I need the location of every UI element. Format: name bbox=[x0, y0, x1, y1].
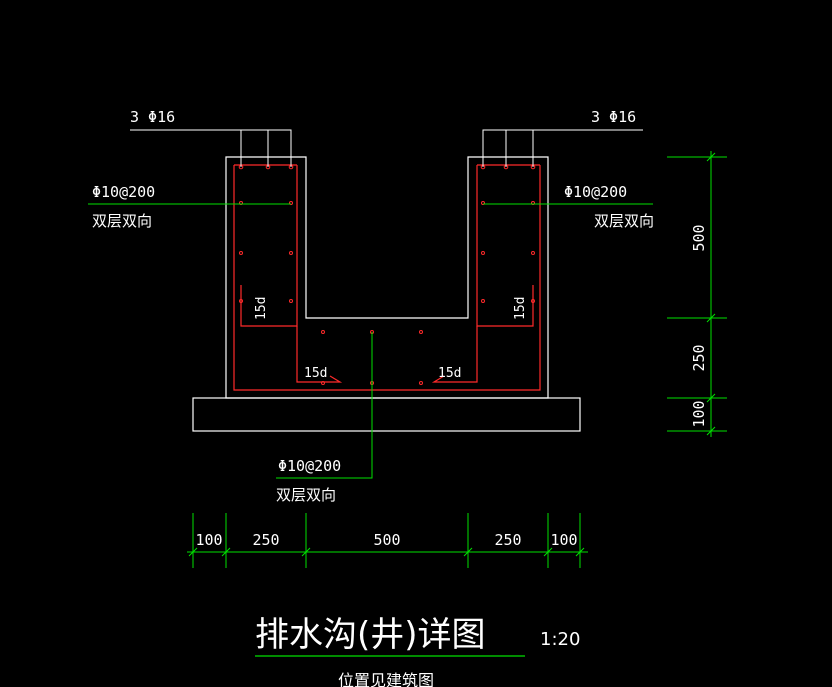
vertical-dimension-chain: 500 250 100 bbox=[667, 151, 727, 437]
horizontal-dimension-chain: 100 250 500 250 100 bbox=[187, 513, 588, 568]
right-wall-note: 双层双向 bbox=[594, 212, 654, 230]
dim-v-3: 100 bbox=[690, 400, 708, 427]
anchor-right-base-label: 15d bbox=[438, 366, 461, 381]
bottom-bar-label: Φ10@200 bbox=[278, 457, 341, 475]
dim-v-2: 250 bbox=[690, 344, 708, 371]
wall-bar-leaders bbox=[88, 203, 653, 479]
drawing-title: 排水沟(井)详图 bbox=[255, 615, 486, 655]
bottom-note: 双层双向 bbox=[276, 486, 336, 504]
anchor-right-wall-label: 15d bbox=[513, 297, 528, 320]
top-bar-leaders bbox=[130, 129, 643, 167]
left-wall-bar-label: Φ10@200 bbox=[92, 183, 155, 201]
dim-h-5: 100 bbox=[550, 531, 577, 549]
right-top-bar-label: 3 Φ16 bbox=[591, 108, 636, 126]
rebar-dots bbox=[238, 164, 536, 385]
drawing-subtitle: 位置见建筑图 bbox=[338, 671, 434, 687]
drawing-scale: 1:20 bbox=[540, 629, 580, 650]
left-wall-note: 双层双向 bbox=[92, 212, 152, 230]
anchor-left-wall-label: 15d bbox=[254, 297, 269, 320]
rebar-cage bbox=[233, 164, 541, 391]
concrete-outline bbox=[192, 156, 581, 432]
left-top-bar-label: 3 Φ16 bbox=[130, 108, 175, 126]
anchor-left-base-label: 15d bbox=[304, 366, 327, 381]
dim-v-1: 500 bbox=[690, 224, 708, 251]
right-wall-bar-label: Φ10@200 bbox=[564, 183, 627, 201]
dim-h-1: 100 bbox=[195, 531, 222, 549]
dim-h-3: 500 bbox=[373, 531, 400, 549]
dim-h-4: 250 bbox=[494, 531, 521, 549]
dim-h-2: 250 bbox=[252, 531, 279, 549]
